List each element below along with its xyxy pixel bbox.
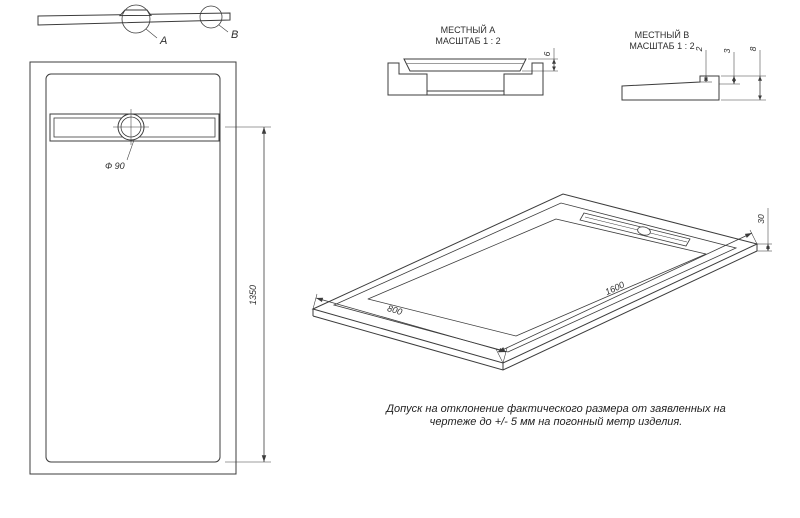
drain-diameter-label: Ф 90: [105, 161, 125, 171]
dimension-line: [497, 232, 753, 353]
dim-label-8: 8: [748, 46, 758, 51]
detail-a-circle: [121, 4, 151, 34]
dimension-2: 2: [694, 46, 712, 83]
dimension-6: 6: [522, 48, 558, 72]
detail-b-label: B: [231, 29, 238, 41]
extension-line: [312, 293, 318, 310]
extension-line: [749, 229, 758, 245]
dimension-line: [315, 297, 507, 353]
dim-label-30: 30: [756, 214, 766, 224]
section-strip: [37, 12, 231, 26]
detail-b-leader: [218, 24, 229, 33]
detail-b-title: МЕСТНЫЙ B: [635, 29, 690, 40]
detail-b-circle: [199, 5, 223, 29]
detail-a-title: МЕСТНЫЙ A: [441, 24, 496, 35]
edge-profile: [621, 75, 720, 101]
drain-diameter-leader: [126, 139, 135, 161]
detail-a-leader: [145, 28, 158, 39]
dimension-8: 8: [721, 46, 766, 101]
dim-label-800: 800: [386, 303, 403, 317]
detail-a-scale: МАСШТАБ 1 : 2: [435, 36, 500, 46]
section-view: A B: [37, 4, 238, 47]
dimension-3: 3: [719, 48, 740, 85]
dimension-800: 800: [312, 293, 508, 364]
iso-tray-top: [311, 193, 759, 364]
plan-view: Ф 90 1350: [29, 61, 271, 475]
tolerance-note: Допуск на отклонение фактического размер…: [384, 403, 725, 428]
tolerance-note-line1: Допуск на отклонение фактического размер…: [384, 403, 725, 415]
dimension-30: 30: [756, 208, 772, 252]
extension-line: [495, 348, 504, 364]
detail-b-view: МЕСТНЫЙ B МАСШТАБ 1 : 2 2 3 8: [621, 29, 766, 101]
dimension-1350: 1350: [225, 126, 271, 463]
iso-view: 800 1600 30: [311, 193, 772, 371]
detail-b-scale: МАСШТАБ 1 : 2: [629, 41, 694, 51]
tray-inner-outline: [45, 73, 221, 463]
tolerance-note-line2: чертеже до +/- 5 мм на погонный метр изд…: [430, 416, 683, 428]
drain-cover-profile: [403, 58, 527, 72]
detail-a-label: A: [159, 35, 167, 47]
detail-a-view: МЕСТНЫЙ A МАСШТАБ 1 : 2 6: [387, 24, 558, 96]
dim-label-1350: 1350: [248, 285, 258, 305]
dim-label-6: 6: [542, 51, 552, 56]
dim-label-3: 3: [722, 48, 732, 53]
dim-label-2: 2: [694, 46, 704, 52]
